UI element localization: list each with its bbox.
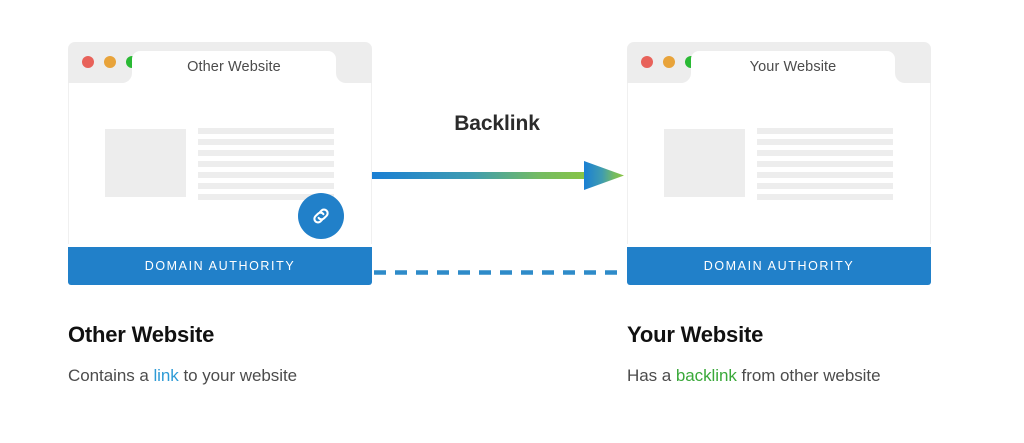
content-line [757, 194, 893, 200]
content-line [198, 183, 334, 189]
minimize-button-dot[interactable] [104, 56, 116, 68]
domain-authority-bar: DOMAIN AUTHORITY [68, 247, 372, 285]
browser-window-your-website: Your Website DOMAIN AUTHORITY [627, 42, 931, 285]
close-button-dot[interactable] [641, 56, 653, 68]
content-line [198, 128, 334, 134]
backlink-arrow-icon [372, 161, 624, 190]
caption-your-website: Your Website Has a backlink from other w… [627, 322, 1024, 387]
caption-other-website: Other Website Contains a link to your we… [68, 322, 488, 387]
domain-authority-flow [374, 262, 624, 275]
content-line [757, 183, 893, 189]
tab-shoulder-left-icon [681, 73, 691, 83]
caption-link-highlight[interactable]: link [153, 366, 179, 386]
caption-text-suffix: from other website [736, 366, 881, 386]
page-viewport [68, 83, 372, 244]
tab-shoulder-left-icon [122, 73, 132, 83]
content-line [198, 150, 334, 156]
browser-tab-other-website[interactable]: Other Website [122, 51, 346, 83]
domain-authority-bar: DOMAIN AUTHORITY [627, 247, 931, 285]
backlink-label: Backlink [454, 112, 540, 135]
minimize-button-dot[interactable] [663, 56, 675, 68]
caption-backlink-highlight[interactable]: backlink [675, 366, 737, 386]
caption-heading: Your Website [627, 322, 764, 347]
content-text-placeholder [757, 128, 893, 200]
close-button-dot[interactable] [82, 56, 94, 68]
link-icon-badge[interactable] [298, 193, 344, 239]
caption-description: Has a backlink from other website [627, 366, 1024, 386]
backlink-arrow [370, 160, 626, 192]
browser-tab-your-website[interactable]: Your Website [681, 51, 905, 83]
content-image-placeholder [664, 129, 745, 197]
caption-description: Contains a link to your website [68, 366, 488, 386]
tab-shoulder-right-icon [336, 73, 346, 83]
browser-titlebar: Other Website [68, 42, 372, 83]
content-text-placeholder [198, 128, 334, 200]
content-image-placeholder [105, 129, 186, 197]
page-viewport [627, 83, 931, 244]
traffic-light-dots [82, 56, 138, 68]
browser-tab-label: Other Website [187, 58, 281, 75]
traffic-light-dots [641, 56, 697, 68]
content-line [198, 194, 334, 200]
caption-text-prefix: Contains a [68, 366, 154, 386]
link-icon [313, 208, 329, 224]
caption-text-prefix: Has a [627, 366, 676, 386]
caption-heading: Other Website [68, 322, 215, 347]
domain-authority-label: DOMAIN AUTHORITY [703, 259, 855, 273]
content-line [198, 139, 334, 145]
caption-text-suffix: to your website [178, 366, 298, 386]
dashed-line-icon [374, 270, 624, 275]
browser-titlebar: Your Website [627, 42, 931, 83]
tab-shoulder-right-icon [895, 73, 905, 83]
browser-window-other-website: Other Website [68, 42, 372, 285]
content-line [198, 172, 334, 178]
content-line [198, 161, 334, 167]
content-line [757, 128, 893, 134]
browser-tab-label: Your Website [749, 58, 837, 75]
content-line [757, 161, 893, 167]
domain-authority-label: DOMAIN AUTHORITY [144, 259, 296, 273]
content-line [757, 139, 893, 145]
content-line [757, 150, 893, 156]
content-line [757, 172, 893, 178]
